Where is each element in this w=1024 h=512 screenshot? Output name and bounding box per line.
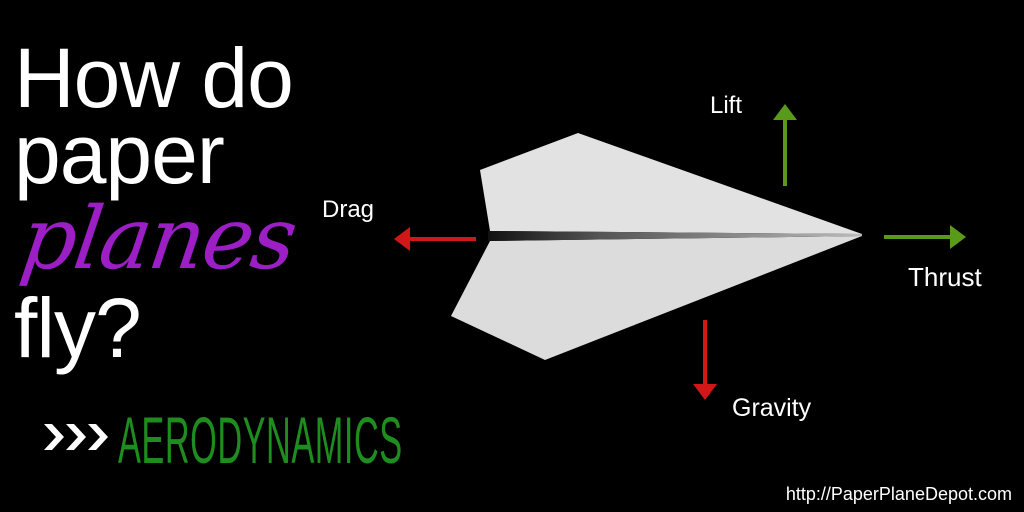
subtitle-aerodynamics: AERODYNAMICS: [118, 403, 403, 477]
headline-line-3-script: planes: [14, 189, 302, 289]
headline-line-4: fly?: [14, 281, 142, 375]
thrust-label: Thrust: [908, 262, 982, 292]
plane-center-fold: [488, 231, 862, 241]
lift-label: Lift: [710, 92, 743, 119]
plane-upper-wing: [480, 133, 862, 234]
headline-line-2: paper: [14, 107, 225, 201]
gravity-label: Gravity: [732, 394, 812, 422]
headline-line-1: How do: [14, 31, 294, 125]
triple-chevron-icon: [44, 424, 108, 450]
gravity-arrow: [693, 320, 717, 400]
plane-lower-wing: [451, 236, 862, 360]
lift-arrow: [773, 104, 797, 186]
drag-label: Drag: [322, 196, 375, 223]
website-url: http://PaperPlaneDepot.com: [785, 484, 1012, 504]
drag-arrow: [394, 227, 476, 251]
paper-plane-image: [451, 133, 862, 360]
thrust-arrow: [884, 225, 966, 249]
